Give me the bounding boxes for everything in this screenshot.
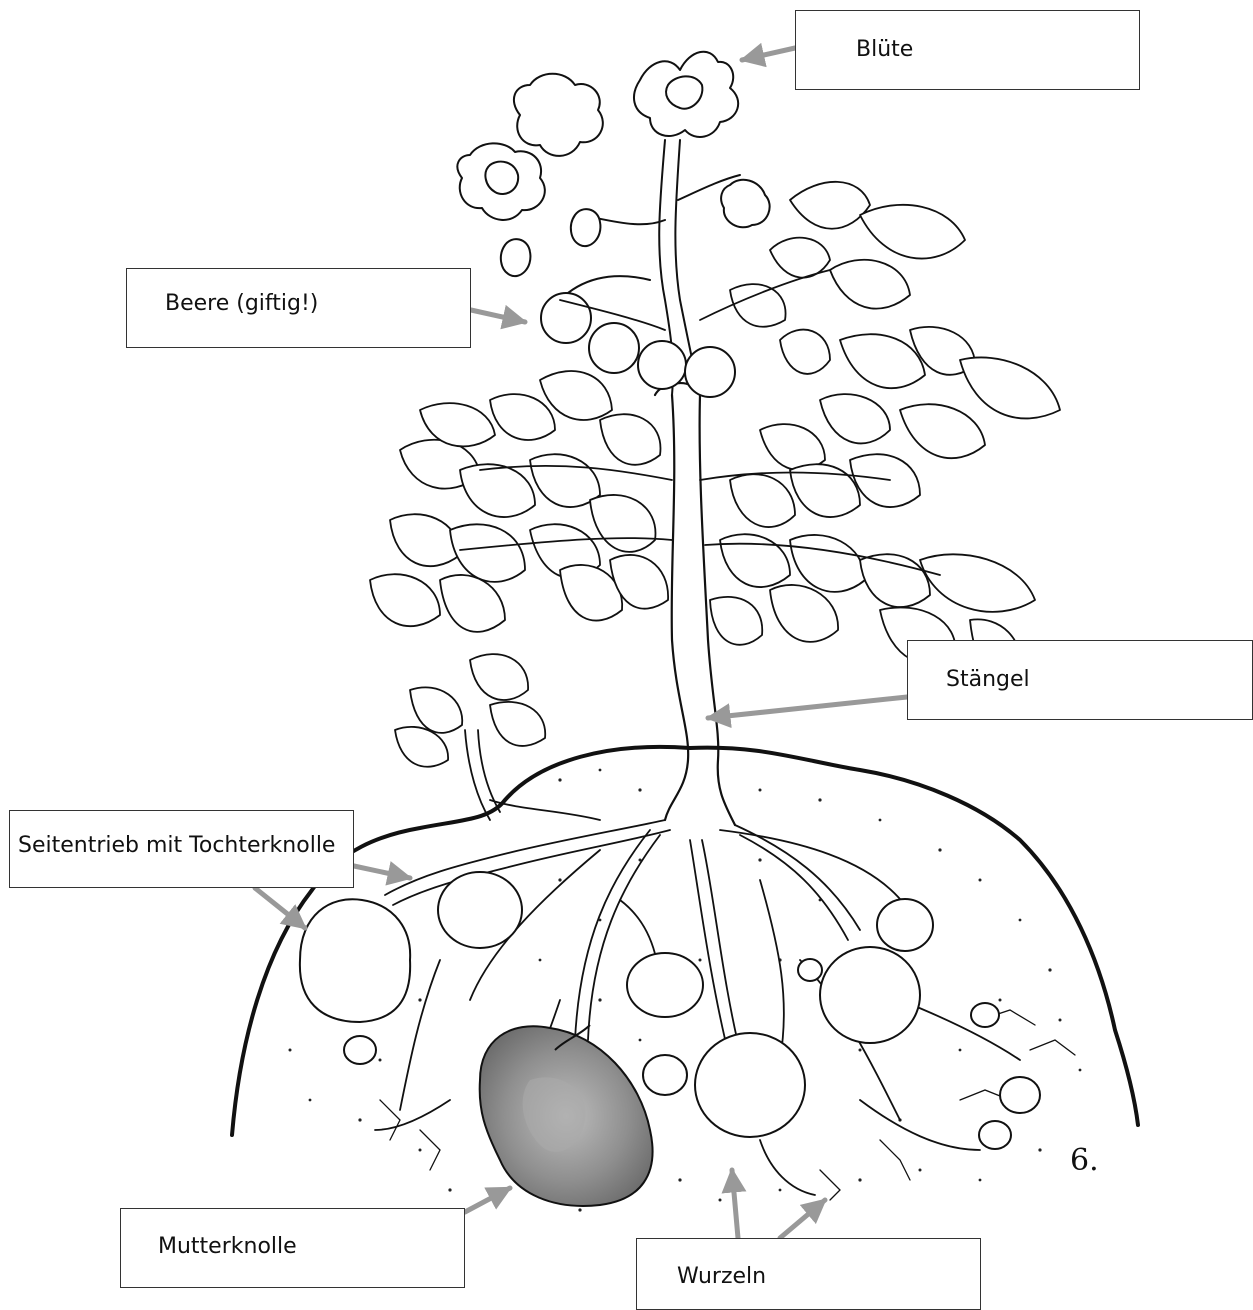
label-seitentrieb-text: Seitentrieb mit Tochterknolle <box>18 833 335 858</box>
label-bluete: Blüte <box>795 10 1140 90</box>
mother-tuber <box>480 1025 653 1206</box>
label-mutterknolle-text: Mutterknolle <box>158 1234 297 1259</box>
arrow-bluete <box>742 48 795 60</box>
label-bluete-text: Blüte <box>856 37 913 62</box>
label-mutterknolle: Mutterknolle <box>120 1208 465 1288</box>
artist-signature: 6. <box>1070 1143 1099 1178</box>
side-shoot-leaves <box>395 654 545 767</box>
label-beere: Beere (giftig!) <box>126 268 471 348</box>
flowers <box>457 52 769 276</box>
daughter-tubers <box>300 872 1040 1149</box>
arrow-beere <box>471 310 525 322</box>
leaves <box>730 182 1060 470</box>
label-wurzeln: Wurzeln <box>636 1238 981 1310</box>
label-beere-text: Beere (giftig!) <box>165 291 318 316</box>
arrow-wurzeln-a <box>732 1170 738 1238</box>
side-shoot-stem <box>465 730 500 820</box>
label-seitentrieb: Seitentrieb mit Tochterknolle <box>9 810 354 888</box>
arrow-wurzeln-b <box>780 1200 825 1238</box>
label-staengel-text: Stängel <box>946 667 1030 692</box>
label-staengel: Stängel <box>907 640 1253 720</box>
arrow-mutterknolle <box>465 1188 510 1212</box>
arrow-seitentrieb-a <box>354 866 410 878</box>
arrow-staengel <box>708 697 907 718</box>
label-wurzeln-text: Wurzeln <box>677 1264 766 1289</box>
